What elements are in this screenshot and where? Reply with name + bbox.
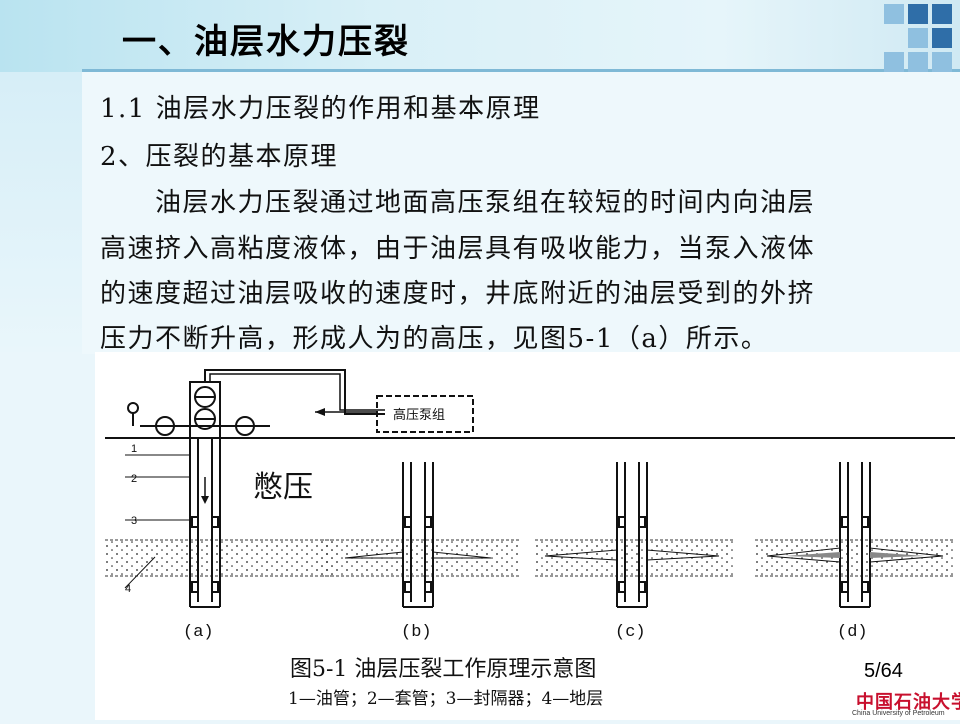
figure-legend: 1—油管；2—套管；3—封隔器；4—地层 — [288, 689, 604, 709]
paragraph-line-1: 油层水力压裂通过地面高压泵组在较短的时间内向油层 — [100, 188, 816, 218]
label-3: 3 — [131, 515, 137, 527]
pressure-hold-label: 憋压 — [253, 470, 313, 505]
left-stripe — [0, 72, 82, 352]
fracturing-diagram: 高压泵组 1 — [95, 352, 960, 720]
formation-layers — [105, 539, 955, 577]
panel-label-b: (b) — [401, 623, 432, 642]
well-c — [544, 462, 720, 608]
header-band — [0, 0, 960, 72]
label-1: 1 — [131, 443, 137, 455]
panel-label-d: (d) — [837, 623, 868, 642]
slide-title: 一、油层水力压裂 — [122, 22, 410, 62]
page-number: 5/64 — [864, 660, 903, 682]
figure-caption: 图5-1 油层压裂工作原理示意图 — [290, 657, 597, 682]
panel-label-a: (a) — [183, 623, 214, 642]
well-b — [344, 462, 492, 608]
pump-box: 高压泵组 — [315, 395, 474, 433]
label-4: 4 — [125, 583, 131, 595]
pump-label: 高压泵组 — [393, 407, 445, 423]
header-divider — [82, 69, 960, 72]
university-logo: 中国石油大学 — [856, 692, 960, 713]
section-heading: 2、压裂的基本原理 — [100, 142, 339, 172]
label-2: 2 — [131, 473, 137, 485]
paragraph-line-2: 高速挤入高粘度液体，由于油层具有吸收能力，当泵入液体 — [100, 234, 816, 264]
university-logo-en: China University of Petroleum — [852, 710, 945, 717]
panel-label-c: (c) — [615, 623, 646, 642]
body-area — [82, 72, 960, 354]
paragraph-line-4: 压力不断升高，形成人为的高压，见图5-1（a）所示。 — [100, 324, 769, 354]
well-a — [124, 438, 221, 608]
paragraph-line-3: 的速度超过油层吸收的速度时，井底附近的油层受到的外挤 — [100, 279, 816, 309]
wellhead — [127, 369, 385, 439]
subtitle: 1.1 油层水力压裂的作用和基本原理 — [100, 94, 541, 124]
well-d — [766, 462, 944, 608]
